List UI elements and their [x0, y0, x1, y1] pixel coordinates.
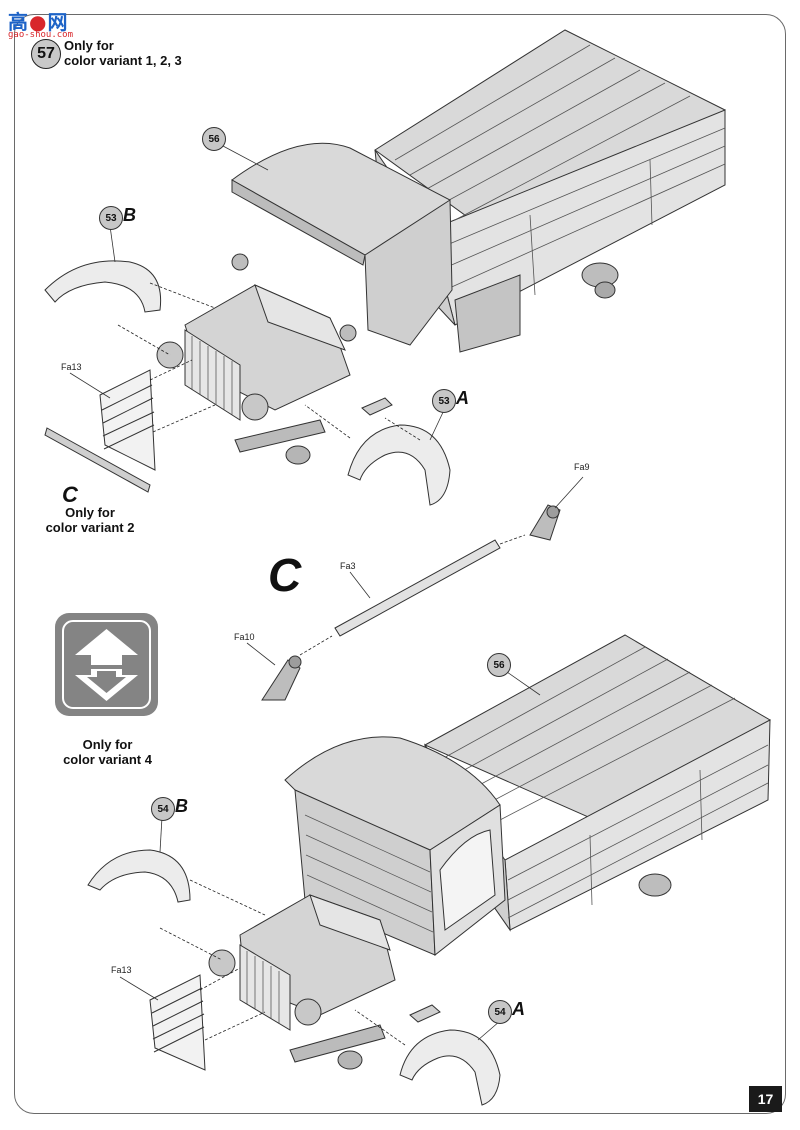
part-label-top-grille: Fa13: [61, 362, 82, 372]
variant-4-note-line1: Only for: [82, 737, 133, 752]
top-explode-lines: [117, 282, 421, 441]
callout-bottom-fender-b: 54: [151, 797, 175, 821]
callout-top-fender-b-suffix: B: [123, 205, 136, 225]
variant-c-note-line1: Only for: [65, 505, 115, 520]
step-note-line1: Only for: [64, 38, 114, 53]
step-number: 57: [31, 39, 61, 69]
callout-top-fender-a-suffix: A: [456, 388, 469, 408]
callout-top-cab: 56: [202, 127, 226, 151]
watermark-logo: 高●网: [8, 10, 69, 34]
variant-c-note: Only for color variant 2: [30, 505, 150, 535]
callout-top-fender-a: 53: [432, 389, 456, 413]
up-down-arrow-icon: [62, 620, 151, 709]
part-label-bumper-end-right: Fa9: [574, 462, 590, 472]
watermark-char-a: 高: [8, 10, 29, 34]
callout-bottom-fender-a-suffix: A: [512, 999, 525, 1019]
part-label-bumper-bar: Fa3: [340, 561, 356, 571]
top-truck: [44, 29, 726, 506]
callout-bottom-fender-a: 54: [488, 1000, 512, 1024]
watermark-site: gao-shou.com: [8, 30, 74, 40]
callout-bottom-cab: 56: [487, 653, 511, 677]
step-note: Only for color variant 1, 2, 3: [64, 38, 182, 68]
variant-c-note-line2: color variant 2: [45, 520, 135, 535]
callout-bottom-fender-b-suffix: B: [175, 796, 188, 816]
bottom-truck: [87, 634, 771, 1106]
step-note-line2: color variant 1, 2, 3: [64, 53, 182, 68]
bumper-c-assembly: [261, 504, 561, 701]
variant-4-note: Only for color variant 4: [40, 737, 175, 767]
page-number: 17: [749, 1086, 782, 1112]
part-label-bottom-grille: Fa13: [111, 965, 132, 975]
bottom-explode-lines: [159, 879, 406, 1046]
callout-top-fender-b: 53: [99, 206, 123, 230]
variant-c-letter: C: [62, 482, 78, 507]
variant-swap-icon: [55, 613, 158, 716]
part-label-bumper-end-left: Fa10: [234, 632, 255, 642]
leader-lines: [69, 145, 584, 1041]
section-c-letter: C: [268, 549, 302, 601]
variant-4-note-line2: color variant 4: [63, 752, 152, 767]
watermark-char-b: 网: [47, 10, 69, 34]
